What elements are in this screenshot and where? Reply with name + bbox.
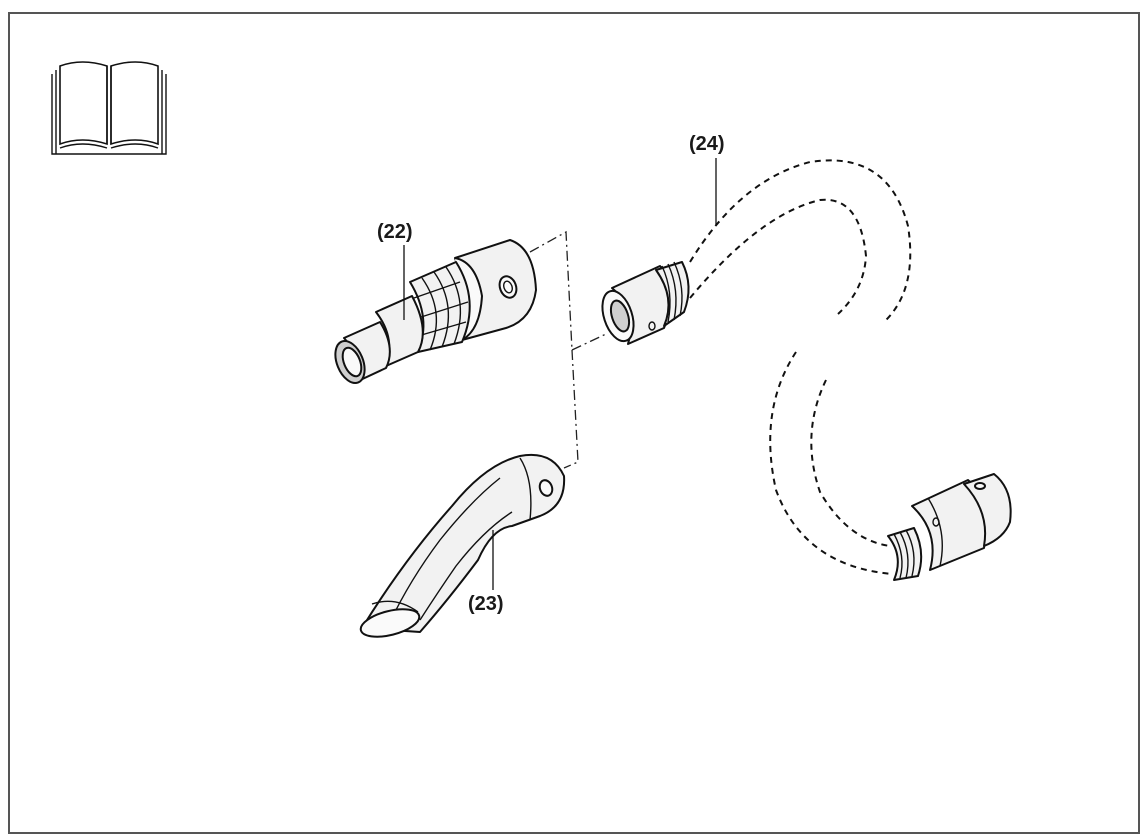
- nozzle-adapter-part: [334, 239, 537, 384]
- callout-24: (24): [689, 133, 725, 155]
- assembly-line-cuff: [571, 333, 607, 351]
- assembly-line-top: [529, 230, 573, 351]
- figure-frame: [8, 12, 1140, 834]
- assembly-line-handle: [563, 349, 579, 469]
- callout-22: (22): [377, 221, 413, 243]
- hose-part: [601, 159, 1012, 581]
- open-book-icon: [51, 61, 167, 155]
- curved-handle-part: [359, 454, 566, 638]
- callout-23: (23): [468, 593, 504, 615]
